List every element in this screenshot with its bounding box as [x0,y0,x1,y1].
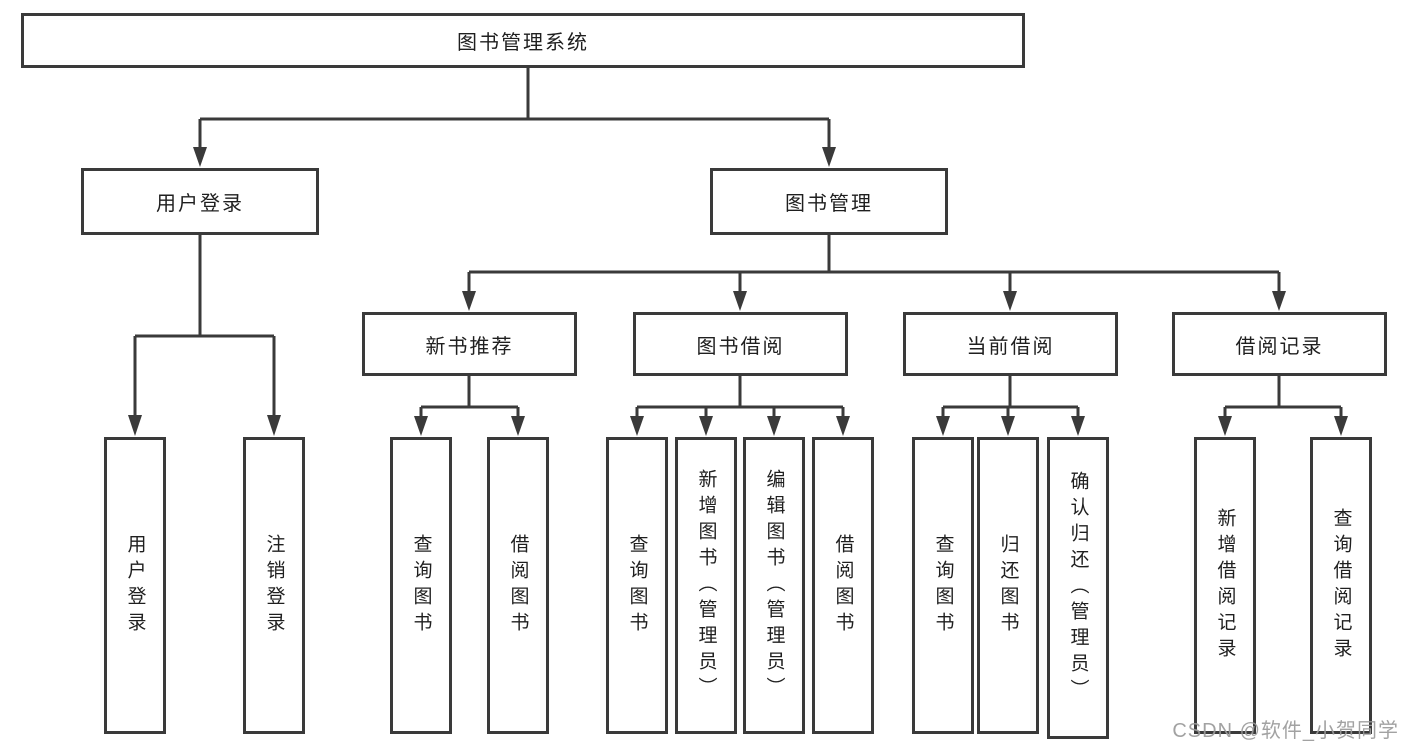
leaf-query-borrow-record: 查询借阅记录 [1310,437,1372,734]
node-borrowing-records-label: 借阅记录 [1235,335,1324,358]
leaf-query-borrow-record-label: 查询借阅记录 [1330,507,1352,664]
node-library-system-label: 图书管理系统 [457,32,589,54]
node-library-system: 图书管理系统 [21,13,1025,68]
node-current-borrowing: 当前借阅 [903,312,1118,376]
leaf-user-login-label: 用户登录 [124,533,146,638]
leaf-add-borrow-record: 新增借阅记录 [1194,437,1256,734]
leaf-user-login: 用户登录 [104,437,166,734]
node-book-borrowing: 图书借阅 [633,312,848,376]
leaf-query-books-recommend-label: 查询图书 [410,533,432,638]
leaf-borrow-books-label: 借阅图书 [832,533,854,638]
node-borrowing-records: 借阅记录 [1172,312,1387,376]
leaf-return-books-label: 归还图书 [997,533,1019,638]
leaf-confirm-return-admin: 确认归还（管理员） [1047,437,1109,739]
leaf-add-books-admin: 新增图书（管理员） [675,437,737,734]
node-book-borrowing-label: 图书借阅 [696,335,785,358]
leaf-borrow-books-recommend: 借阅图书 [487,437,549,734]
node-book-management: 图书管理 [710,168,948,235]
leaf-logout: 注销登录 [243,437,305,734]
node-current-borrowing-label: 当前借阅 [966,335,1055,358]
leaf-edit-books-admin: 编辑图书（管理员） [743,437,805,734]
leaf-add-books-admin-label: 新增图书（管理员） [695,468,717,703]
node-new-book-recommendation-label: 新书推荐 [425,335,514,358]
node-user-login: 用户登录 [81,168,319,235]
leaf-query-books-borrowing: 查询图书 [606,437,668,734]
leaf-borrow-books-recommend-label: 借阅图书 [507,533,529,638]
node-user-login-label: 用户登录 [156,193,244,215]
leaf-borrow-books: 借阅图书 [812,437,874,734]
leaf-query-books-current: 查询图书 [912,437,974,734]
node-book-management-label: 图书管理 [785,193,873,215]
leaf-logout-label: 注销登录 [263,533,285,638]
leaf-edit-books-admin-label: 编辑图书（管理员） [763,468,785,703]
leaf-add-borrow-record-label: 新增借阅记录 [1214,507,1236,664]
leaf-return-books: 归还图书 [977,437,1039,734]
arrowheads [128,147,1348,436]
leaf-query-books-current-label: 查询图书 [932,533,954,638]
leaf-confirm-return-admin-label: 确认归还（管理员） [1067,471,1089,705]
leaf-query-books-borrowing-label: 查询图书 [626,533,648,638]
node-new-book-recommendation: 新书推荐 [362,312,577,376]
watermark-text: CSDN @软件_小贺同学 [1172,720,1399,742]
leaf-query-books-recommend: 查询图书 [390,437,452,734]
